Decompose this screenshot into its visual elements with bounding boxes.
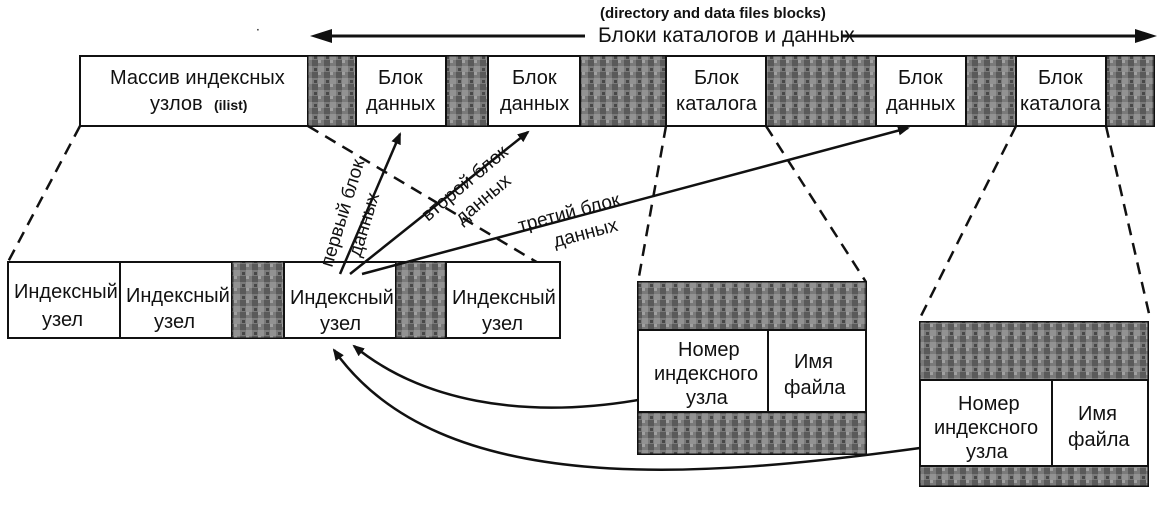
label-second-block: второй блок данных bbox=[418, 141, 516, 229]
inode-cell-4-line1: Индексный bbox=[452, 287, 556, 309]
dir-entry-2-inode-line1: Номер bbox=[958, 393, 1020, 415]
dir-entry-2: Номер индексного узла Имя файла bbox=[919, 379, 1149, 467]
inode-row: Индексный узел Индексный узел Индексный … bbox=[7, 261, 561, 339]
ilist-label-line2: узлов bbox=[150, 93, 203, 115]
data-block-1-line1: Блок bbox=[378, 67, 423, 89]
data-block-3: Блок данных bbox=[875, 55, 967, 127]
dir-entry-2-inode-line2: индексного bbox=[934, 417, 1038, 439]
top-strip: Массив индексных узлов (ilist) Блок данн… bbox=[79, 55, 1155, 127]
arrow-third-block bbox=[361, 125, 910, 276]
russian-caption: Блоки каталогов и данных bbox=[598, 24, 855, 47]
inode-cell-active-line1: Индексный bbox=[290, 287, 394, 309]
blurred-segment bbox=[579, 55, 667, 127]
dir-entry-1-name-line2: файла bbox=[784, 377, 846, 399]
dir-detail-2: Номер индексного узла Имя файла bbox=[919, 321, 1149, 487]
dir-block-1-line2: каталога bbox=[676, 93, 758, 115]
block-pointer-arrows bbox=[338, 125, 910, 276]
blurred-segment bbox=[307, 55, 357, 127]
speck-mark: · bbox=[256, 23, 260, 37]
inode-cell-2-line1: Индексный bbox=[126, 285, 230, 307]
inode-cell-1: Индексный узел bbox=[7, 261, 121, 339]
blurred-segment bbox=[231, 261, 285, 339]
label-third-block: третий блок данных bbox=[516, 189, 623, 252]
inode-cell-2-line2: узел bbox=[154, 311, 195, 333]
dir-block-2: Блок каталога bbox=[1015, 55, 1107, 127]
inode-cell-1-line1: Индексный bbox=[14, 281, 118, 303]
dir-entry-1-inode-line2: индексного bbox=[654, 363, 758, 385]
data-block-1-line2: данных bbox=[366, 93, 435, 115]
blurred-segment bbox=[765, 55, 877, 127]
dir-block-2-line2: каталога bbox=[1020, 93, 1102, 115]
arrow-first-block bbox=[338, 132, 402, 275]
arrow-dir1-to-inode bbox=[352, 344, 639, 409]
blurred-row-bottom bbox=[637, 411, 867, 455]
arrow-dir2-to-inode bbox=[332, 348, 921, 471]
data-block-1: Блок данных bbox=[355, 55, 447, 127]
dir-detail-1: Номер индексного узла Имя файла bbox=[637, 281, 867, 455]
blurred-row-bottom bbox=[919, 465, 1149, 487]
blurred-segment bbox=[1105, 55, 1155, 127]
inode-cell-1-line2: узел bbox=[42, 309, 83, 331]
dir-entry-1-inode-line3: узла bbox=[686, 387, 729, 409]
blurred-row-top bbox=[919, 321, 1149, 381]
blurred-row-top bbox=[637, 281, 867, 331]
dir-block-1-line1: Блок bbox=[694, 67, 739, 89]
data-block-3-line2: данных bbox=[886, 93, 955, 115]
english-caption: (directory and data files blocks) bbox=[600, 5, 826, 22]
blurred-segment bbox=[445, 55, 489, 127]
dir-entry-2-name-line1: Имя bbox=[1078, 403, 1117, 425]
dir-block-1: Блок каталога bbox=[665, 55, 767, 127]
inode-reference-arrows bbox=[332, 344, 921, 471]
inode-cell-active-line2: узел bbox=[320, 313, 361, 335]
dir-entry-1: Номер индексного узла Имя файла bbox=[637, 329, 867, 413]
data-block-2-line2: данных bbox=[500, 93, 569, 115]
ilist-label-suffix: (ilist) bbox=[214, 97, 247, 113]
dir-entry-2-inode-line3: узла bbox=[966, 441, 1009, 463]
dir-entry-1-name-line1: Имя bbox=[794, 351, 833, 373]
inode-cell-4: Индексный узел bbox=[445, 261, 561, 339]
arrow-second-block bbox=[349, 130, 530, 275]
data-block-2-line1: Блок bbox=[512, 67, 557, 89]
ilist-block: Массив индексных узлов (ilist) bbox=[79, 55, 309, 127]
zoom-lines bbox=[6, 124, 1152, 319]
ilist-label-line1: Массив индексных bbox=[110, 67, 285, 89]
inode-cell-active: Индексный узел bbox=[283, 261, 397, 339]
dir-entry-2-name-line2: файла bbox=[1068, 429, 1130, 451]
dir-block-2-line1: Блок bbox=[1038, 67, 1083, 89]
label-first-block: первый блок данных bbox=[317, 156, 385, 269]
blurred-segment bbox=[395, 261, 447, 339]
data-block-3-line1: Блок bbox=[898, 67, 943, 89]
dir-entry-1-inode-line1: Номер bbox=[678, 339, 740, 361]
inode-cell-4-line2: узел bbox=[482, 313, 523, 335]
inode-cell-2: Индексный узел bbox=[119, 261, 233, 339]
span-double-arrow bbox=[310, 29, 1157, 43]
blurred-segment bbox=[965, 55, 1017, 127]
data-block-2: Блок данных bbox=[487, 55, 581, 127]
